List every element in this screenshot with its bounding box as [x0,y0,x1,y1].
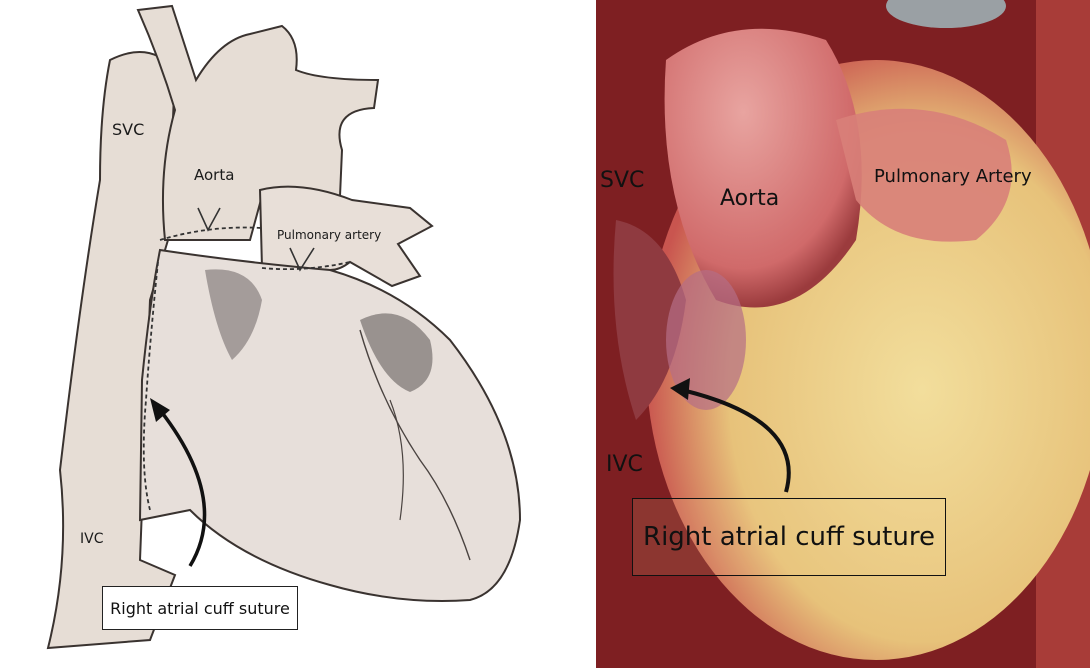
illustration-panel: SVC Aorta Pulmonary artery IVC Right atr… [0,0,580,668]
pulmonary-artery-label: Pulmonary artery [277,228,381,242]
aorta-label: Aorta [194,166,234,184]
svc-label: SVC [112,120,144,139]
photo-panel: SVC Aorta Pulmonary Artery IVC Right atr… [596,0,1090,668]
svc-label: SVC [600,168,644,193]
ivc-label: IVC [80,531,103,547]
heart-illustration [0,0,580,668]
callout-box: Right atrial cuff suture [632,498,946,576]
callout-box: Right atrial cuff suture [102,586,298,630]
pulmonary-artery-label: Pulmonary Artery [874,166,1032,187]
aorta-label: Aorta [720,186,779,211]
ivc-label: IVC [606,452,643,477]
